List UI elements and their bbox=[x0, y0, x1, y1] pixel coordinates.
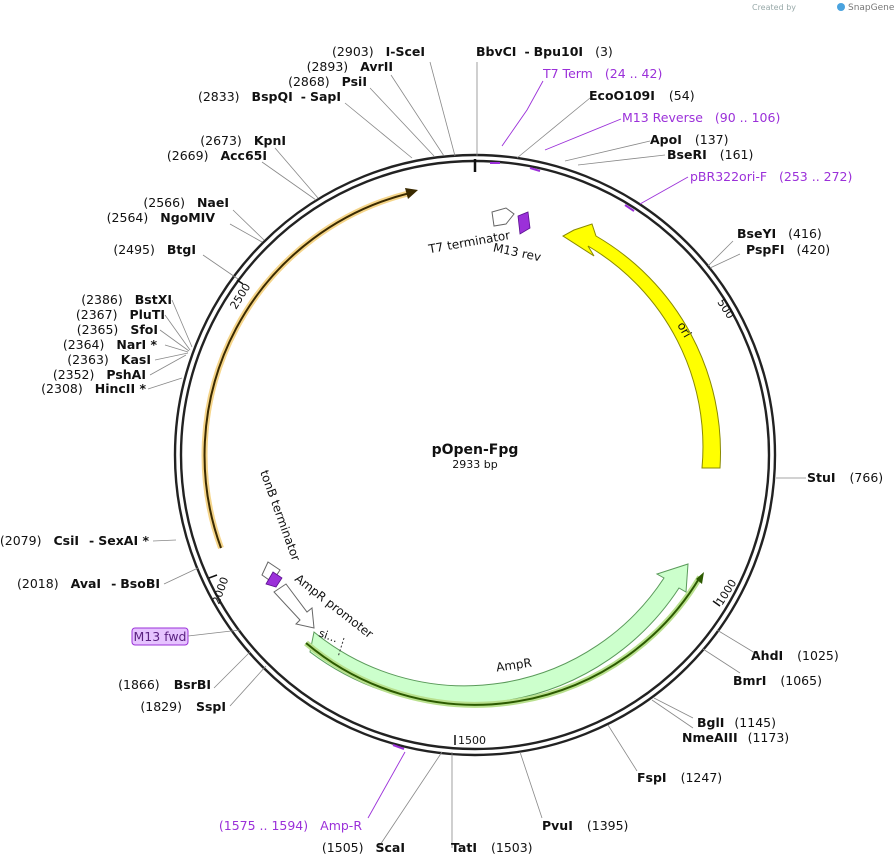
primer-pbr322ori[interactable]: pBR322ori-F(253 .. 272) bbox=[690, 169, 852, 184]
site-bstxi[interactable]: (2386)BstXI bbox=[81, 292, 172, 307]
primer-m13-reverse[interactable]: M13 Reverse(90 .. 106) bbox=[622, 110, 780, 125]
backbone-outer bbox=[173, 153, 777, 757]
m13-rev-feature[interactable] bbox=[517, 211, 531, 235]
snapgene-logo-icon bbox=[837, 3, 845, 11]
site-sfoi[interactable]: (2365)SfoI bbox=[77, 322, 158, 337]
ampr-label: AmpR bbox=[495, 656, 532, 675]
tick-2000: 2000 bbox=[210, 575, 232, 606]
orf-arc-bottom bbox=[305, 576, 701, 706]
site-acc65i[interactable]: (2669)Acc65I bbox=[167, 148, 267, 163]
site-naei[interactable]: (2566)NaeI bbox=[143, 195, 229, 210]
site-ahdi[interactable]: AhdI(1025) bbox=[751, 648, 839, 663]
primer-m13-fwd-box[interactable] bbox=[131, 627, 189, 646]
m13-rev-label: M13 rev bbox=[492, 240, 542, 264]
credit-prefix: Created by bbox=[752, 3, 796, 12]
credit-brand: SnapGene bbox=[848, 3, 895, 13]
primer-amp-r[interactable]: (1575 .. 1594)Amp-R bbox=[219, 818, 362, 833]
primer-t7-term[interactable]: T7 Term(24 .. 42) bbox=[542, 66, 662, 81]
site-bmri[interactable]: BmrI(1065) bbox=[733, 673, 822, 688]
tick-1500: 1500 bbox=[458, 734, 486, 747]
site-avrii[interactable]: (2893)AvrII bbox=[307, 59, 393, 74]
ori-label: ori bbox=[674, 320, 694, 341]
t7-terminator-feature[interactable] bbox=[491, 207, 515, 227]
leader-lines bbox=[147, 61, 806, 849]
site-pvui[interactable]: PvuI(1395) bbox=[542, 818, 628, 833]
site-csii[interactable]: (2079)CsiI-SexAI * bbox=[0, 533, 149, 548]
site-bbvci[interactable]: BbvCI-Bpu10I(3) bbox=[476, 44, 613, 59]
ori-feature[interactable] bbox=[562, 223, 721, 469]
site-pspfi[interactable]: PspFI(420) bbox=[746, 242, 830, 257]
primer-markers bbox=[392, 162, 635, 750]
plasmid-length: 2933 bp bbox=[452, 458, 497, 471]
ruler-ticks: 500 1000 1500 2000 2500 bbox=[208, 279, 739, 747]
site-btgi[interactable]: (2495)BtgI bbox=[113, 242, 196, 257]
ampr-signal-label: si... bbox=[317, 627, 340, 646]
tonb-terminator-label: tonB terminator bbox=[257, 468, 303, 563]
site-sspi[interactable]: (1829)SspI bbox=[140, 699, 226, 714]
orf-arc-left-glow bbox=[201, 190, 411, 550]
plasmid-title: pOpen-Fpg bbox=[432, 442, 519, 458]
orf-arc-left bbox=[203, 192, 411, 549]
m13-fwd-feature[interactable] bbox=[265, 571, 283, 588]
ampr-signal-divider bbox=[337, 637, 345, 658]
site-stui[interactable]: StuI(766) bbox=[807, 470, 883, 485]
site-scai[interactable]: (1505)ScaI bbox=[322, 840, 405, 855]
tick-500: 500 bbox=[714, 297, 736, 322]
site-avai[interactable]: (2018)AvaI-BsoBI bbox=[17, 576, 160, 591]
site-bseyi[interactable]: BseYI(416) bbox=[737, 226, 822, 241]
primer-leaders bbox=[367, 80, 689, 819]
site-apoi[interactable]: ApoI(137) bbox=[650, 132, 729, 147]
site-psii[interactable]: (2868)PsiI bbox=[288, 74, 367, 89]
snapgene-credit: Created by SnapGene bbox=[752, 3, 895, 13]
site-kpni[interactable]: (2673)KpnI bbox=[200, 133, 286, 148]
site-kasi[interactable]: (2363)KasI bbox=[67, 352, 151, 367]
site-nari[interactable]: (2364)NarI * bbox=[63, 337, 158, 352]
ampr-promoter-feature[interactable] bbox=[273, 583, 315, 629]
site-fspi[interactable]: FspI(1247) bbox=[637, 770, 722, 785]
primer-m13-fwd: M13 fwd bbox=[133, 629, 186, 644]
primer-m13-fwd-leader bbox=[187, 629, 241, 637]
orf-arc-bottom-head bbox=[696, 572, 704, 584]
site-bseri[interactable]: BseRI(161) bbox=[667, 147, 753, 162]
site-pluti[interactable]: (2367)PluTI bbox=[76, 307, 165, 322]
site-i-scei[interactable]: (2903)I-SceI bbox=[332, 44, 425, 59]
site-pshai[interactable]: (2352)PshAI bbox=[53, 367, 146, 382]
site-ecoo109i[interactable]: EcoO109I(54) bbox=[589, 88, 695, 103]
site-nmeaiii[interactable]: NmeAIII(1173) bbox=[682, 730, 789, 745]
orf-arc-left-head bbox=[405, 188, 418, 199]
site-ngomiv[interactable]: (2564)NgoMIV bbox=[107, 210, 216, 225]
site-bsrbi[interactable]: (1866)BsrBI bbox=[118, 677, 211, 692]
site-bspqi[interactable]: (2833)BspQI-SapI bbox=[198, 89, 341, 104]
site-hincii[interactable]: (2308)HincII * bbox=[41, 381, 146, 396]
site-tati[interactable]: TatI(1503) bbox=[451, 840, 533, 855]
site-bgli[interactable]: BglI(1145) bbox=[697, 715, 776, 730]
